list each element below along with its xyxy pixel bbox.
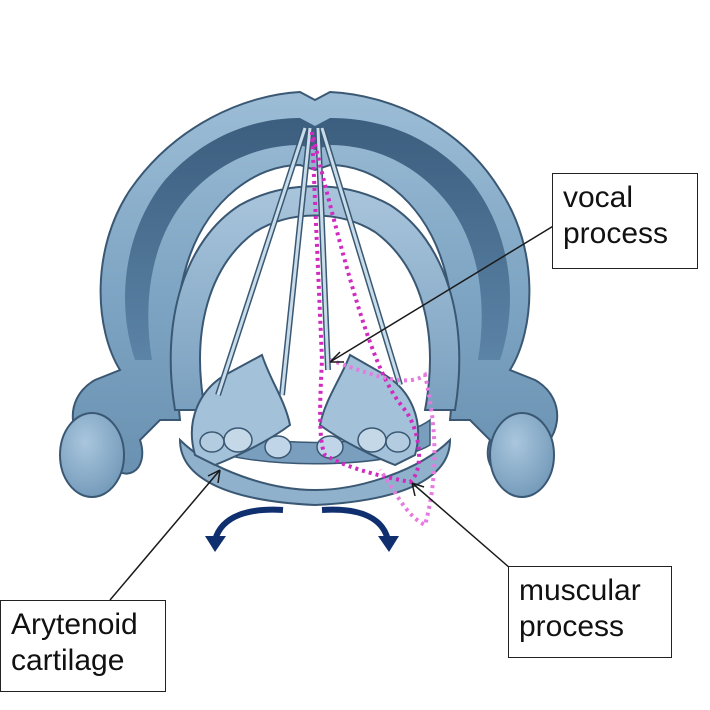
right-arytenoid-cartilage (318, 353, 420, 467)
vocal-process-label-line-2: process (563, 217, 669, 250)
vocal-process-arrowhead (329, 351, 344, 363)
vocal-process-label-line-1: vocal (563, 181, 634, 214)
arytenoid-cartilage-label-line-1: Arytenoid (11, 608, 138, 641)
arytenoid-cartilage-label: Arytenoid cartilage (0, 600, 166, 692)
vocal-process-leader-line (329, 224, 556, 363)
rotation-arrow-left-icon (205, 506, 284, 552)
arytenoid-cartilage-label-line-2: cartilage (11, 644, 125, 677)
rotation-arrow-right-icon (321, 506, 399, 552)
muscular-process-label-line-2: process (519, 610, 625, 643)
muscular-process-label-line-1: muscular (519, 574, 641, 607)
thyroid-cartilage (59, 90, 559, 498)
vocal-ligaments (215, 127, 403, 396)
muscular-process-label: muscular process (508, 566, 672, 658)
left-arytenoid-cartilage (190, 353, 292, 467)
muscular-process-leader-line (411, 482, 519, 576)
muscular-process-arrowhead (411, 482, 425, 497)
arytenoid-highlight-outline (310, 131, 437, 528)
vocal-process-label: vocal process (552, 173, 698, 269)
arytenoid-cartilage-leader-line (109, 469, 221, 601)
arytenoid-cartilage-arrowhead (207, 469, 221, 484)
